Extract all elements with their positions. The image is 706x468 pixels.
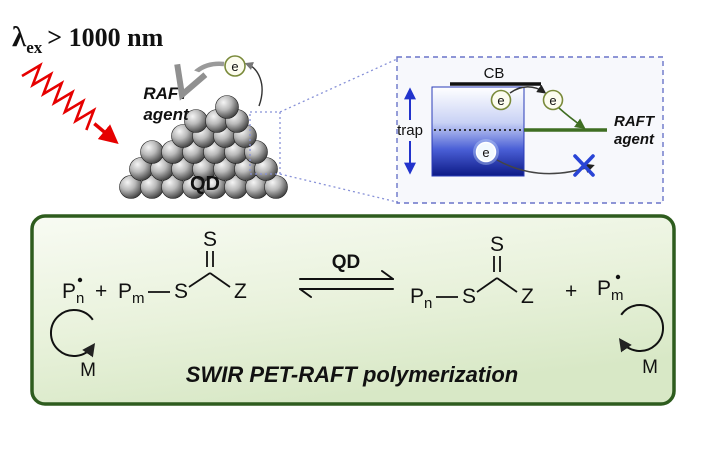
qd-sphere: [215, 95, 239, 119]
electron-ejection-arrow: [244, 62, 263, 107]
sulfur-top-left: S: [203, 228, 217, 251]
qd-label: QD: [190, 173, 220, 195]
scheme-panel: Pn M + Pm S S Z QD Pn S S Z +: [30, 214, 676, 406]
sulfur-top-right: S: [490, 233, 504, 256]
electron-to-raft-hollow-arrow: [183, 61, 225, 92]
electron-circle: [542, 89, 564, 111]
bond-line: [476, 277, 498, 293]
qd-sphere: [140, 140, 164, 164]
laser-arrow-line: [93, 122, 119, 145]
sulfur-chain-left: S: [174, 280, 188, 303]
scheme-caption: SWIR PET-RAFT polymerization: [186, 362, 518, 387]
laser-zigzag-path: [21, 62, 97, 131]
electron-symbol: e: [231, 59, 238, 74]
cb-electron-badge: e: [490, 89, 512, 111]
qd-cluster: QD: [119, 95, 288, 199]
catalyst-label: QD: [332, 252, 361, 273]
bond-line: [209, 272, 231, 288]
monomer-cycle-arrow-right: [618, 304, 665, 353]
callout-line-top: [279, 58, 398, 113]
callout-line-bottom: [279, 173, 398, 203]
equilibrium-arrowhead: [299, 288, 312, 298]
monomer-label-right: M: [642, 357, 658, 378]
blocked-x-icon: [573, 154, 595, 177]
qd-sphere: [264, 175, 288, 199]
pn-chain-right-label: Pn: [410, 285, 432, 312]
electron-symbol: e: [482, 145, 489, 160]
equilibrium-arrows: [299, 270, 394, 298]
trap-label: trap: [397, 122, 423, 139]
callout-region: [249, 111, 281, 175]
electron-symbol: e: [549, 93, 556, 108]
z-group-right: Z: [521, 285, 534, 308]
pn-radical-left-label: Pn: [62, 280, 84, 307]
electron-badge: e: [224, 55, 246, 77]
plus-sign-left: +: [95, 280, 107, 303]
electron-circle: [490, 89, 512, 111]
electron-circle: [224, 55, 246, 77]
laser-zigzag-arrow-icon: [21, 62, 119, 145]
plus-sign-right: +: [565, 280, 577, 303]
pm-radical-right-label: Pm: [597, 277, 624, 304]
pm-chain-left-label: Pm: [118, 280, 145, 307]
electron-hop-arrow: [509, 84, 547, 94]
bond-line: [496, 277, 518, 293]
z-group-left: Z: [234, 280, 247, 303]
electron-circle: [475, 141, 497, 163]
cb-label: CB: [484, 65, 505, 82]
bond-line: [188, 272, 211, 288]
electron-symbol: e: [497, 93, 504, 108]
scheme-panel-border: [30, 214, 676, 406]
trapped-electron-badge: e: [473, 139, 499, 165]
excitation-wavelength-label: λex> 1000 nm: [12, 21, 164, 57]
sulfur-chain-right: S: [462, 285, 476, 308]
radical-dot: [77, 277, 83, 283]
x-stroke: [573, 154, 595, 177]
equilibrium-arrowhead: [381, 270, 394, 280]
monomer-cycle-arrow-left: [49, 309, 96, 358]
monomer-label-left: M: [80, 360, 96, 381]
electron-to-raft-level-arrow: [558, 107, 586, 129]
radical-dot: [615, 274, 621, 280]
cb-electron-badge-2: e: [542, 89, 564, 111]
